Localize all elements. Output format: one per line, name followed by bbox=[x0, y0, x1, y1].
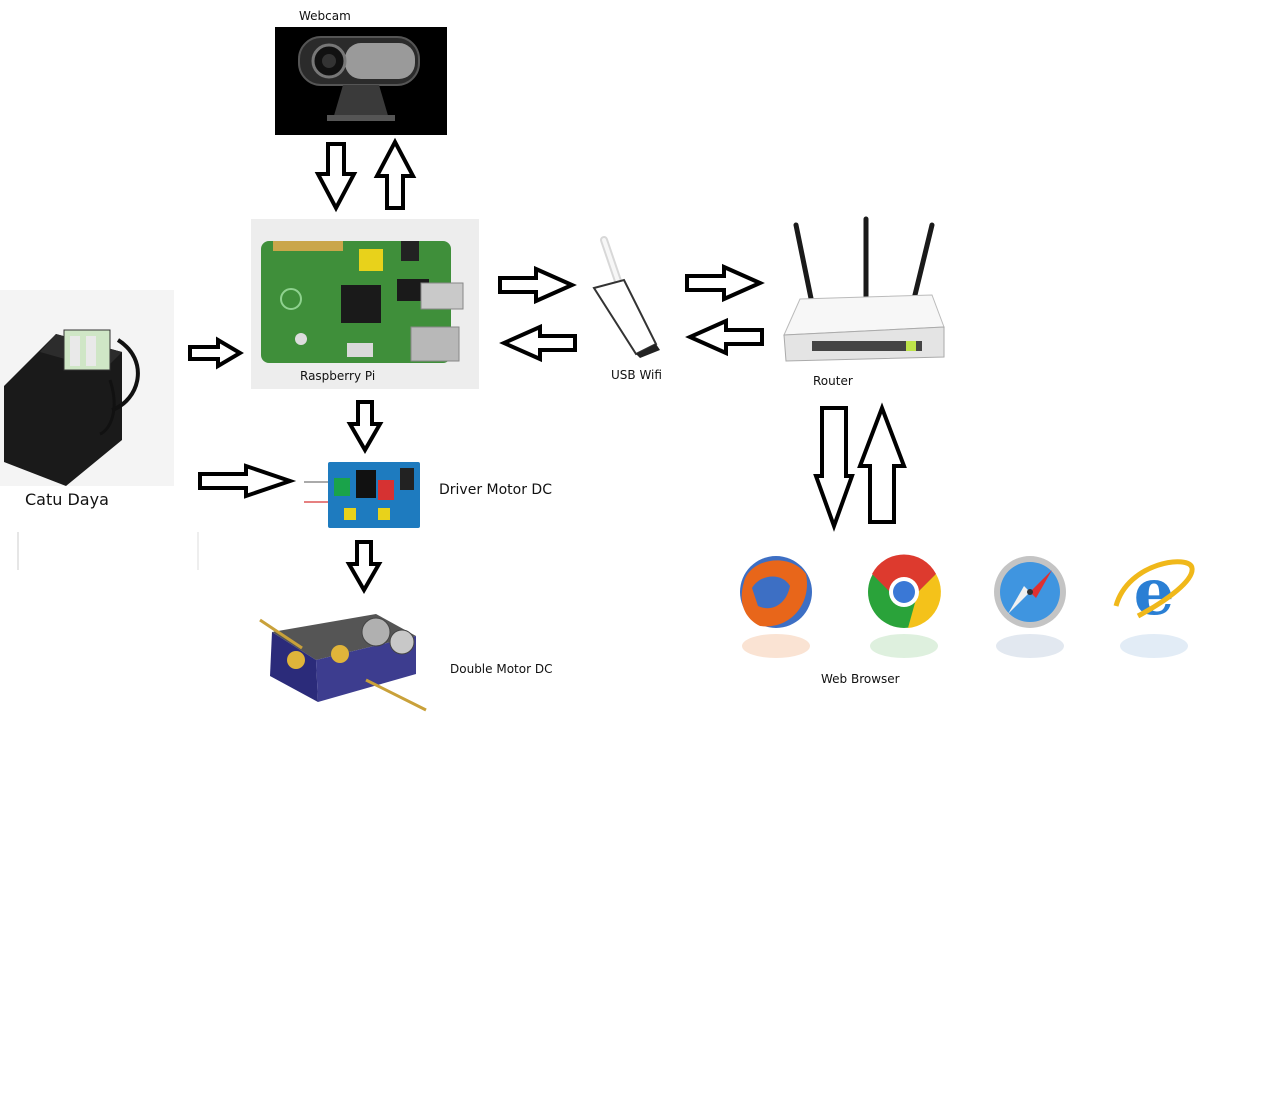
arrow-wifi-to-pi bbox=[499, 323, 577, 363]
arrow-browser-to-router bbox=[857, 402, 907, 524]
arrow-pi-to-webcam bbox=[373, 137, 417, 210]
motor-driver-board-icon bbox=[304, 462, 420, 528]
arrow-wifi-to-router bbox=[685, 263, 765, 303]
label-usb-wifi: USB Wifi bbox=[611, 368, 662, 382]
arrow-power-to-pi bbox=[188, 336, 244, 370]
webcam-icon bbox=[275, 27, 447, 135]
label-catu-daya: Catu Daya bbox=[25, 490, 109, 509]
arrow-pi-to-driver bbox=[346, 400, 384, 455]
firefox-icon bbox=[740, 556, 812, 658]
arrow-router-to-browser bbox=[813, 406, 855, 532]
chrome-icon bbox=[868, 554, 941, 658]
arrow-driver-to-motor bbox=[345, 540, 383, 595]
arrow-router-to-wifi bbox=[685, 317, 764, 357]
label-web-browser: Web Browser bbox=[821, 672, 900, 686]
divider-line bbox=[17, 532, 199, 570]
label-driver-motor: Driver Motor DC bbox=[439, 482, 552, 498]
usb-wifi-adapter-icon bbox=[592, 236, 660, 358]
label-raspberry-pi: Raspberry Pi bbox=[300, 369, 376, 383]
arrow-power-to-driver bbox=[198, 463, 297, 499]
internet-explorer-icon: e bbox=[1113, 555, 1195, 658]
double-gearbox-motor-icon bbox=[259, 614, 427, 712]
battery-pack-icon bbox=[0, 290, 174, 486]
arrow-pi-to-wifi bbox=[498, 265, 577, 305]
raspberry-pi-board-icon bbox=[251, 219, 479, 389]
label-router: Router bbox=[813, 374, 853, 388]
label-double-motor: Double Motor DC bbox=[450, 662, 553, 676]
safari-icon bbox=[994, 556, 1066, 658]
arrow-webcam-to-pi bbox=[314, 142, 358, 213]
wifi-router-icon bbox=[783, 216, 945, 362]
label-webcam: Webcam bbox=[299, 9, 351, 23]
